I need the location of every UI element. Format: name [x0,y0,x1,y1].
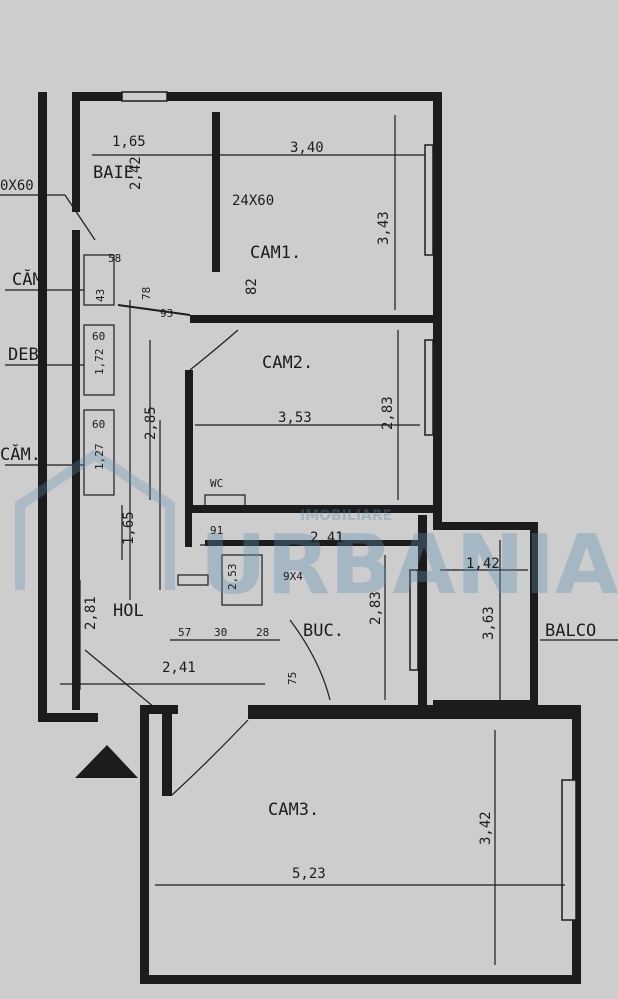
dim-balcon-width: 1,42 [466,556,500,572]
dim-78: 78 [140,287,153,300]
dim-cam3-width: 5,23 [292,866,326,882]
dim-60-a: 60 [92,330,105,343]
dim-baie-height: 2,42 [128,156,144,190]
room-label-hol: HOL [113,601,144,621]
dim-hol-2-81: 2,81 [83,596,99,630]
room-label-cam2: CAM2. [262,353,313,373]
dimension-labels: 1,65 2,42 3,40 3,43 24X60 0X60 82 93 78 … [0,134,500,882]
dim-hol-width: 2,41 [162,660,196,676]
dim-cam1-door: 82 [244,278,260,295]
dim-baie-width: 1,65 [112,134,146,150]
dim-opening-24x60: 24X60 [232,193,274,209]
room-label-deb: DEB. [8,345,49,365]
room-labels: BAIE CAM1. CAM2. CAM3. HOL BUC. BALCO CĂ… [0,163,596,820]
dim-1-27: 1,27 [93,444,106,471]
watermark: URBANIA IMOBILIARE [15,448,618,613]
dim-2-53: 2,53 [226,564,239,591]
dim-buc-height: 2,83 [368,591,384,625]
dim-57: 57 [178,626,191,639]
dim-hol-1-65: 1,65 [121,511,137,545]
room-label-cam1: CAM1. [250,243,301,263]
interior-walls [0,112,618,965]
dim-9x4: 9X4 [283,570,303,583]
dim-cam2-height: 2,83 [380,396,396,430]
dim-28: 28 [256,626,269,639]
dim-hol-2-85: 2,85 [143,406,159,440]
watermark-brand: URBANIA [200,518,618,613]
room-label-cam3: CAM3. [268,800,319,820]
dim-30: 30 [214,626,227,639]
dim-opening-0x60: 0X60 [0,178,34,194]
dim-60-b: 60 [92,418,105,431]
room-label-cam-closet-2: CĂM. [0,443,41,465]
dim-buc-width: 2,41 [310,530,344,546]
room-label-buc: BUC. [303,621,344,641]
room-label-cam-closet-1: CĂM [12,268,43,290]
dim-1-72: 1,72 [93,349,106,376]
dim-93: 93 [160,307,173,320]
dim-balcon-height: 3,63 [481,606,497,640]
dim-wc: WC [210,477,223,490]
dim-58: 58 [108,252,121,265]
north-arrow-icon [75,745,138,778]
watermark-sub: IMOBILIARE [300,508,392,524]
room-label-baie: BAIE [93,163,134,183]
outer-walls [38,91,581,984]
dim-75: 75 [286,672,299,685]
room-label-balcon: BALCO [545,621,596,641]
dim-91: 91 [210,524,223,537]
dim-cam3-height: 3,42 [478,811,494,845]
dim-cam1-width: 3,40 [290,140,324,156]
dim-cam1-height: 3,43 [376,211,392,245]
dim-43: 43 [94,289,107,302]
dim-cam2-width: 3,53 [278,410,312,426]
